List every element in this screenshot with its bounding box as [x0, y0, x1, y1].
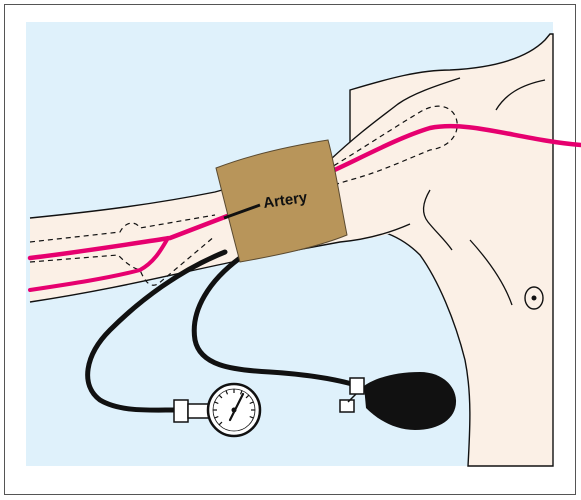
gauge-pivot — [232, 408, 237, 413]
gauge-stem — [188, 404, 210, 418]
bulb-valve-screw — [340, 400, 354, 412]
bulb-valve-body — [350, 378, 364, 394]
gauge-connector — [174, 400, 188, 422]
nipple-inner — [532, 296, 537, 301]
